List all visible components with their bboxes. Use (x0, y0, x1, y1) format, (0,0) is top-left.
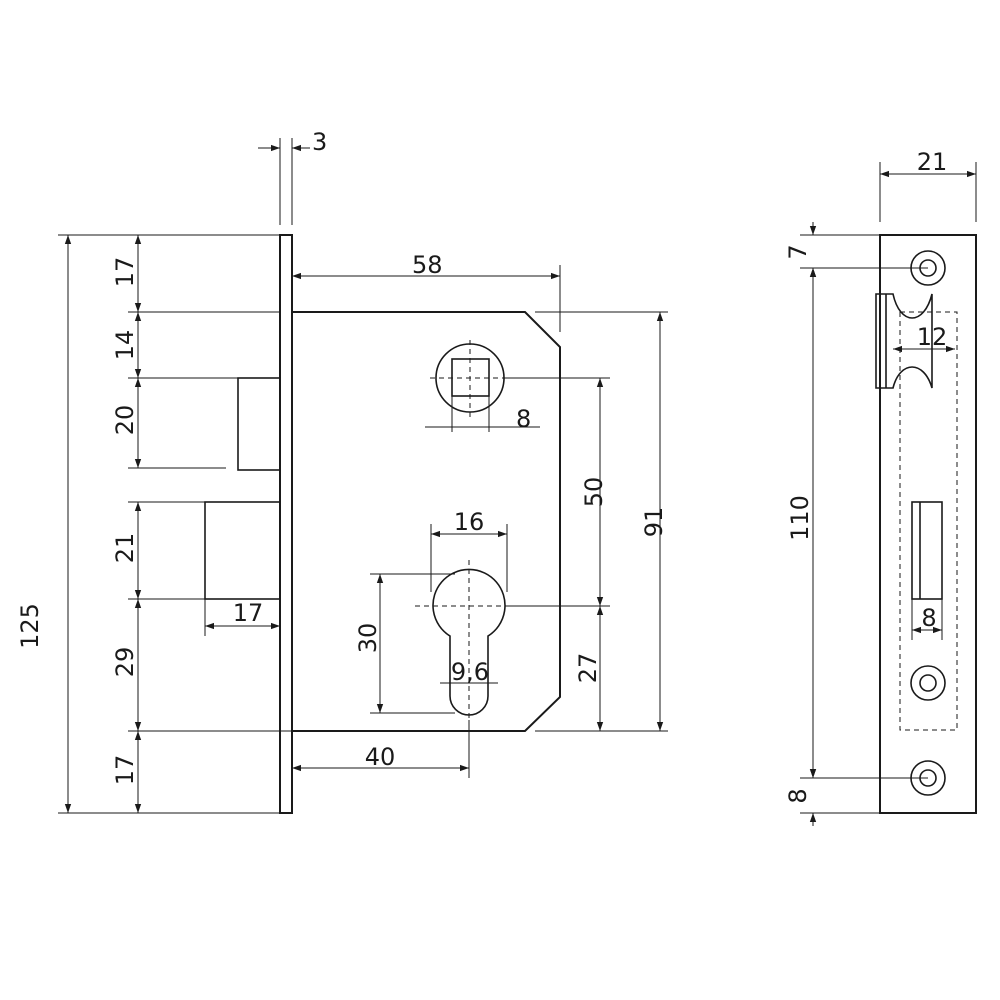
dim-deadbolt-width: 8 (911, 599, 943, 640)
dim-right-verticals: 50 27 91 (505, 311, 668, 732)
dim-top-hole: 7 (784, 222, 928, 281)
dim-label-30: 30 (354, 623, 382, 654)
dim-label-58: 58 (412, 251, 443, 279)
dim-hole-spacing: 110 (786, 268, 928, 779)
dim-label-20: 20 (111, 405, 139, 436)
faceplate (279, 234, 293, 814)
side-latch-bolt (875, 293, 933, 389)
lock-case (292, 311, 561, 732)
dim-label-7: 7 (784, 244, 812, 259)
dim-cylinder-height: 30 (354, 573, 455, 714)
dim-cylinder-head: 16 (430, 508, 508, 592)
dim-label-8-deadbolt: 8 (921, 604, 936, 632)
dim-label-16: 16 (454, 508, 485, 536)
dim-spindle-size: 8 (425, 396, 540, 433)
dim-label-17-bottom: 17 (111, 755, 139, 786)
dim-side-width: 21 (879, 148, 977, 222)
dim-label-21-side: 21 (917, 148, 948, 176)
dim-label-17-projection: 17 (233, 599, 264, 627)
front-view: 3 58 8 50 27 91 (16, 128, 668, 814)
hidden-case-outline (899, 311, 958, 731)
dim-latch-width: 12 (893, 323, 955, 353)
dim-case-width: 58 (292, 251, 561, 332)
dim-label-21-deadbolt: 21 (111, 533, 139, 564)
deadbolt (204, 501, 281, 600)
dim-label-91: 91 (640, 507, 668, 538)
side-view: 21 7 12 110 8 (784, 148, 977, 826)
dim-label-9-6: 9,6 (451, 658, 489, 686)
dim-label-40: 40 (365, 743, 396, 771)
dim-label-125: 125 (16, 603, 44, 649)
spindle-hub (430, 340, 510, 420)
dim-faceplate-thickness: 3 (258, 128, 327, 225)
dim-label-27: 27 (574, 653, 602, 684)
dim-label-29: 29 (111, 647, 139, 678)
side-faceplate (879, 234, 977, 814)
dim-label-3: 3 (312, 128, 327, 156)
dim-cylinder-tail: 9,6 (440, 658, 498, 686)
dim-deadbolt-projection: 17 (204, 599, 281, 636)
screw-hole-middle (910, 665, 946, 701)
dim-label-17-top: 17 (111, 257, 139, 288)
dim-label-50: 50 (580, 477, 608, 508)
dim-bottom-hole: 8 (784, 765, 880, 826)
side-deadbolt-slot (911, 501, 943, 600)
dim-backset: 40 (292, 720, 470, 778)
dim-label-14: 14 (111, 330, 139, 361)
dim-label-8-spindle: 8 (516, 405, 531, 433)
dim-label-12: 12 (917, 323, 948, 351)
dim-left-chain: 125 17 14 20 21 29 17 (16, 234, 292, 814)
latch-bolt (237, 377, 281, 471)
dim-label-110: 110 (786, 495, 814, 541)
dim-label-8-bottom: 8 (784, 788, 812, 803)
